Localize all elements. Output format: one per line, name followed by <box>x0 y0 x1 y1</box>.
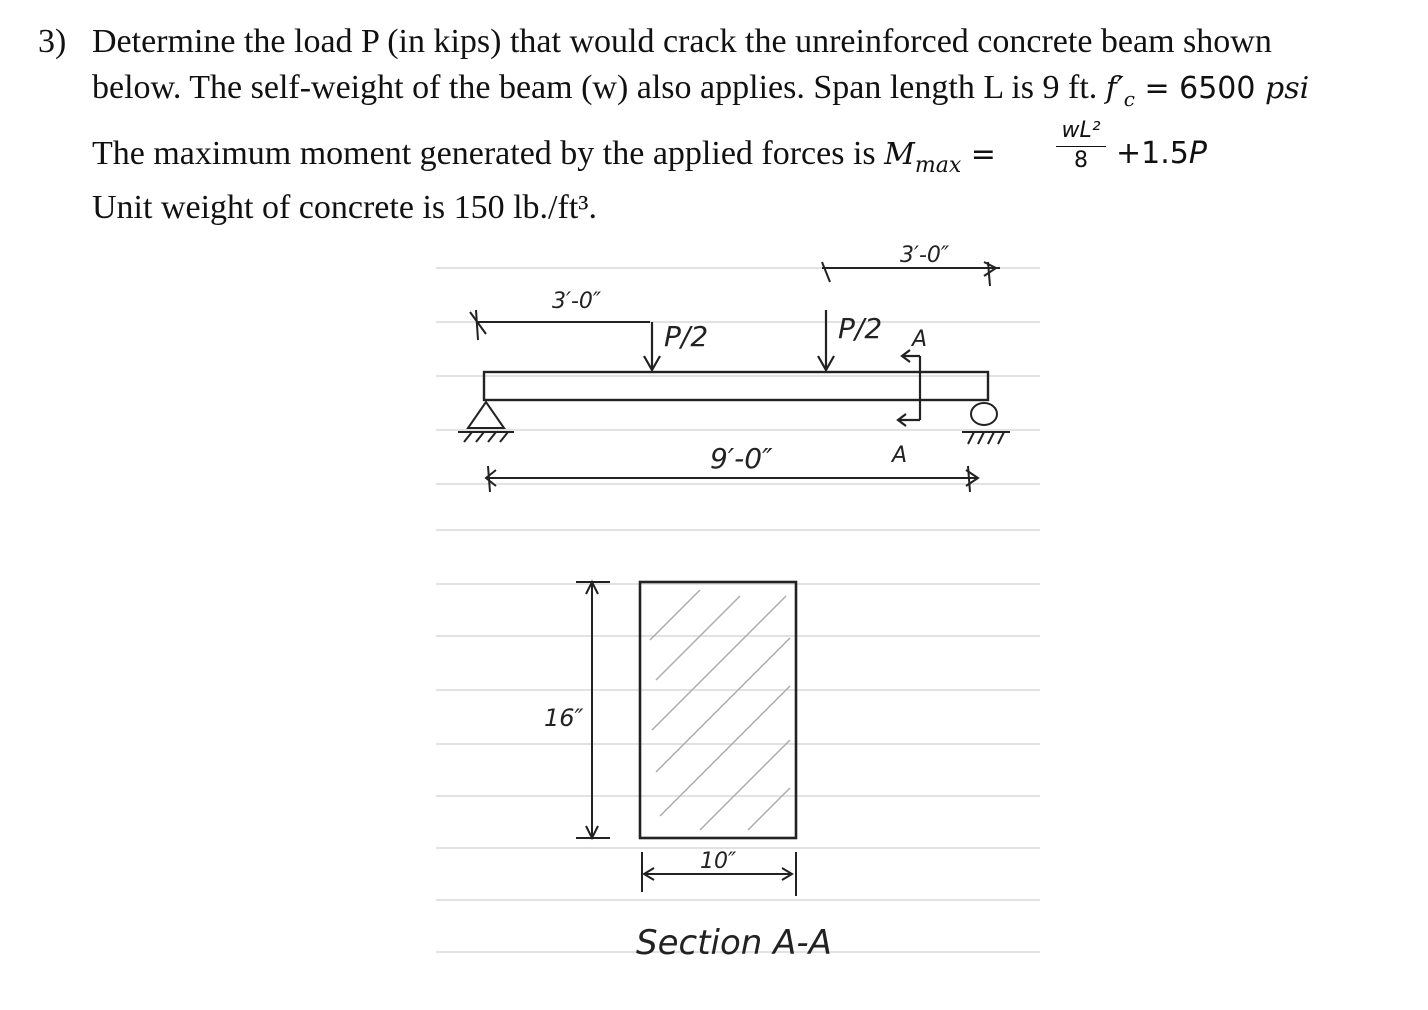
moment-fraction: wL² 8 <box>1050 118 1112 173</box>
max-moment-text: The maximum moment generated by the appl… <box>92 135 885 172</box>
fraction-numerator: wL² <box>1061 118 1101 143</box>
problem-line-2: below. The self-weight of the beam (w) a… <box>92 68 1309 119</box>
problem-number: 3) <box>38 23 67 60</box>
notebook-rules <box>436 267 1040 953</box>
problem-line-4: Unit weight of concrete is 150 lb./ft³. <box>92 189 597 226</box>
left-point-load-label: P/2 <box>664 320 708 353</box>
fc-equals: = 6500 <box>1134 71 1265 106</box>
section-mark-bottom: A <box>890 443 907 468</box>
right-dimension <box>821 261 1000 287</box>
right-dimension-label: 3′-0″ <box>900 243 950 268</box>
point-load-term: +1.5P <box>1116 134 1207 174</box>
cross-section-rectangle <box>638 580 798 840</box>
problem-line-1: Determine the load P (in kips) that woul… <box>92 23 1272 60</box>
width-dimension <box>641 852 797 896</box>
pin-support <box>458 400 514 443</box>
fraction-bar <box>1056 146 1106 147</box>
width-dimension-label: 10″ <box>700 849 737 874</box>
fc-unit: psi <box>1265 71 1310 106</box>
height-dimension-label: 16″ <box>544 704 584 732</box>
roller-support <box>962 402 1010 445</box>
fc-symbol: f′ <box>1105 71 1124 106</box>
left-dimension-label: 3′-0″ <box>552 289 602 314</box>
mmax-subscript: max <box>914 152 962 178</box>
section-title: Section A-A <box>636 923 832 963</box>
fraction-denominator: 8 <box>1074 148 1088 173</box>
fc-subscript: c <box>1123 86 1135 111</box>
right-point-load-label: P/2 <box>838 312 882 345</box>
point-load-symbol: P <box>1188 136 1207 171</box>
cross-section-hatching <box>649 589 791 831</box>
section-cut-line <box>896 349 922 427</box>
right-point-load-arrow <box>817 310 835 373</box>
span-length-text: below. The self-weight of the beam (w) a… <box>92 69 1098 106</box>
span-label: 9′-0″ <box>710 442 773 475</box>
problem-line-3: The maximum moment generated by the appl… <box>92 134 996 186</box>
span-dimension <box>484 465 980 493</box>
left-point-load-arrow <box>643 322 661 373</box>
height-dimension <box>576 579 610 841</box>
section-mark-top: A <box>910 327 927 352</box>
mmax-equals: = <box>961 137 996 172</box>
beam-elevation <box>482 370 990 402</box>
left-dimension <box>469 309 650 341</box>
mmax-symbol: M <box>884 137 915 172</box>
point-load-coefficient: +1.5 <box>1116 136 1189 171</box>
